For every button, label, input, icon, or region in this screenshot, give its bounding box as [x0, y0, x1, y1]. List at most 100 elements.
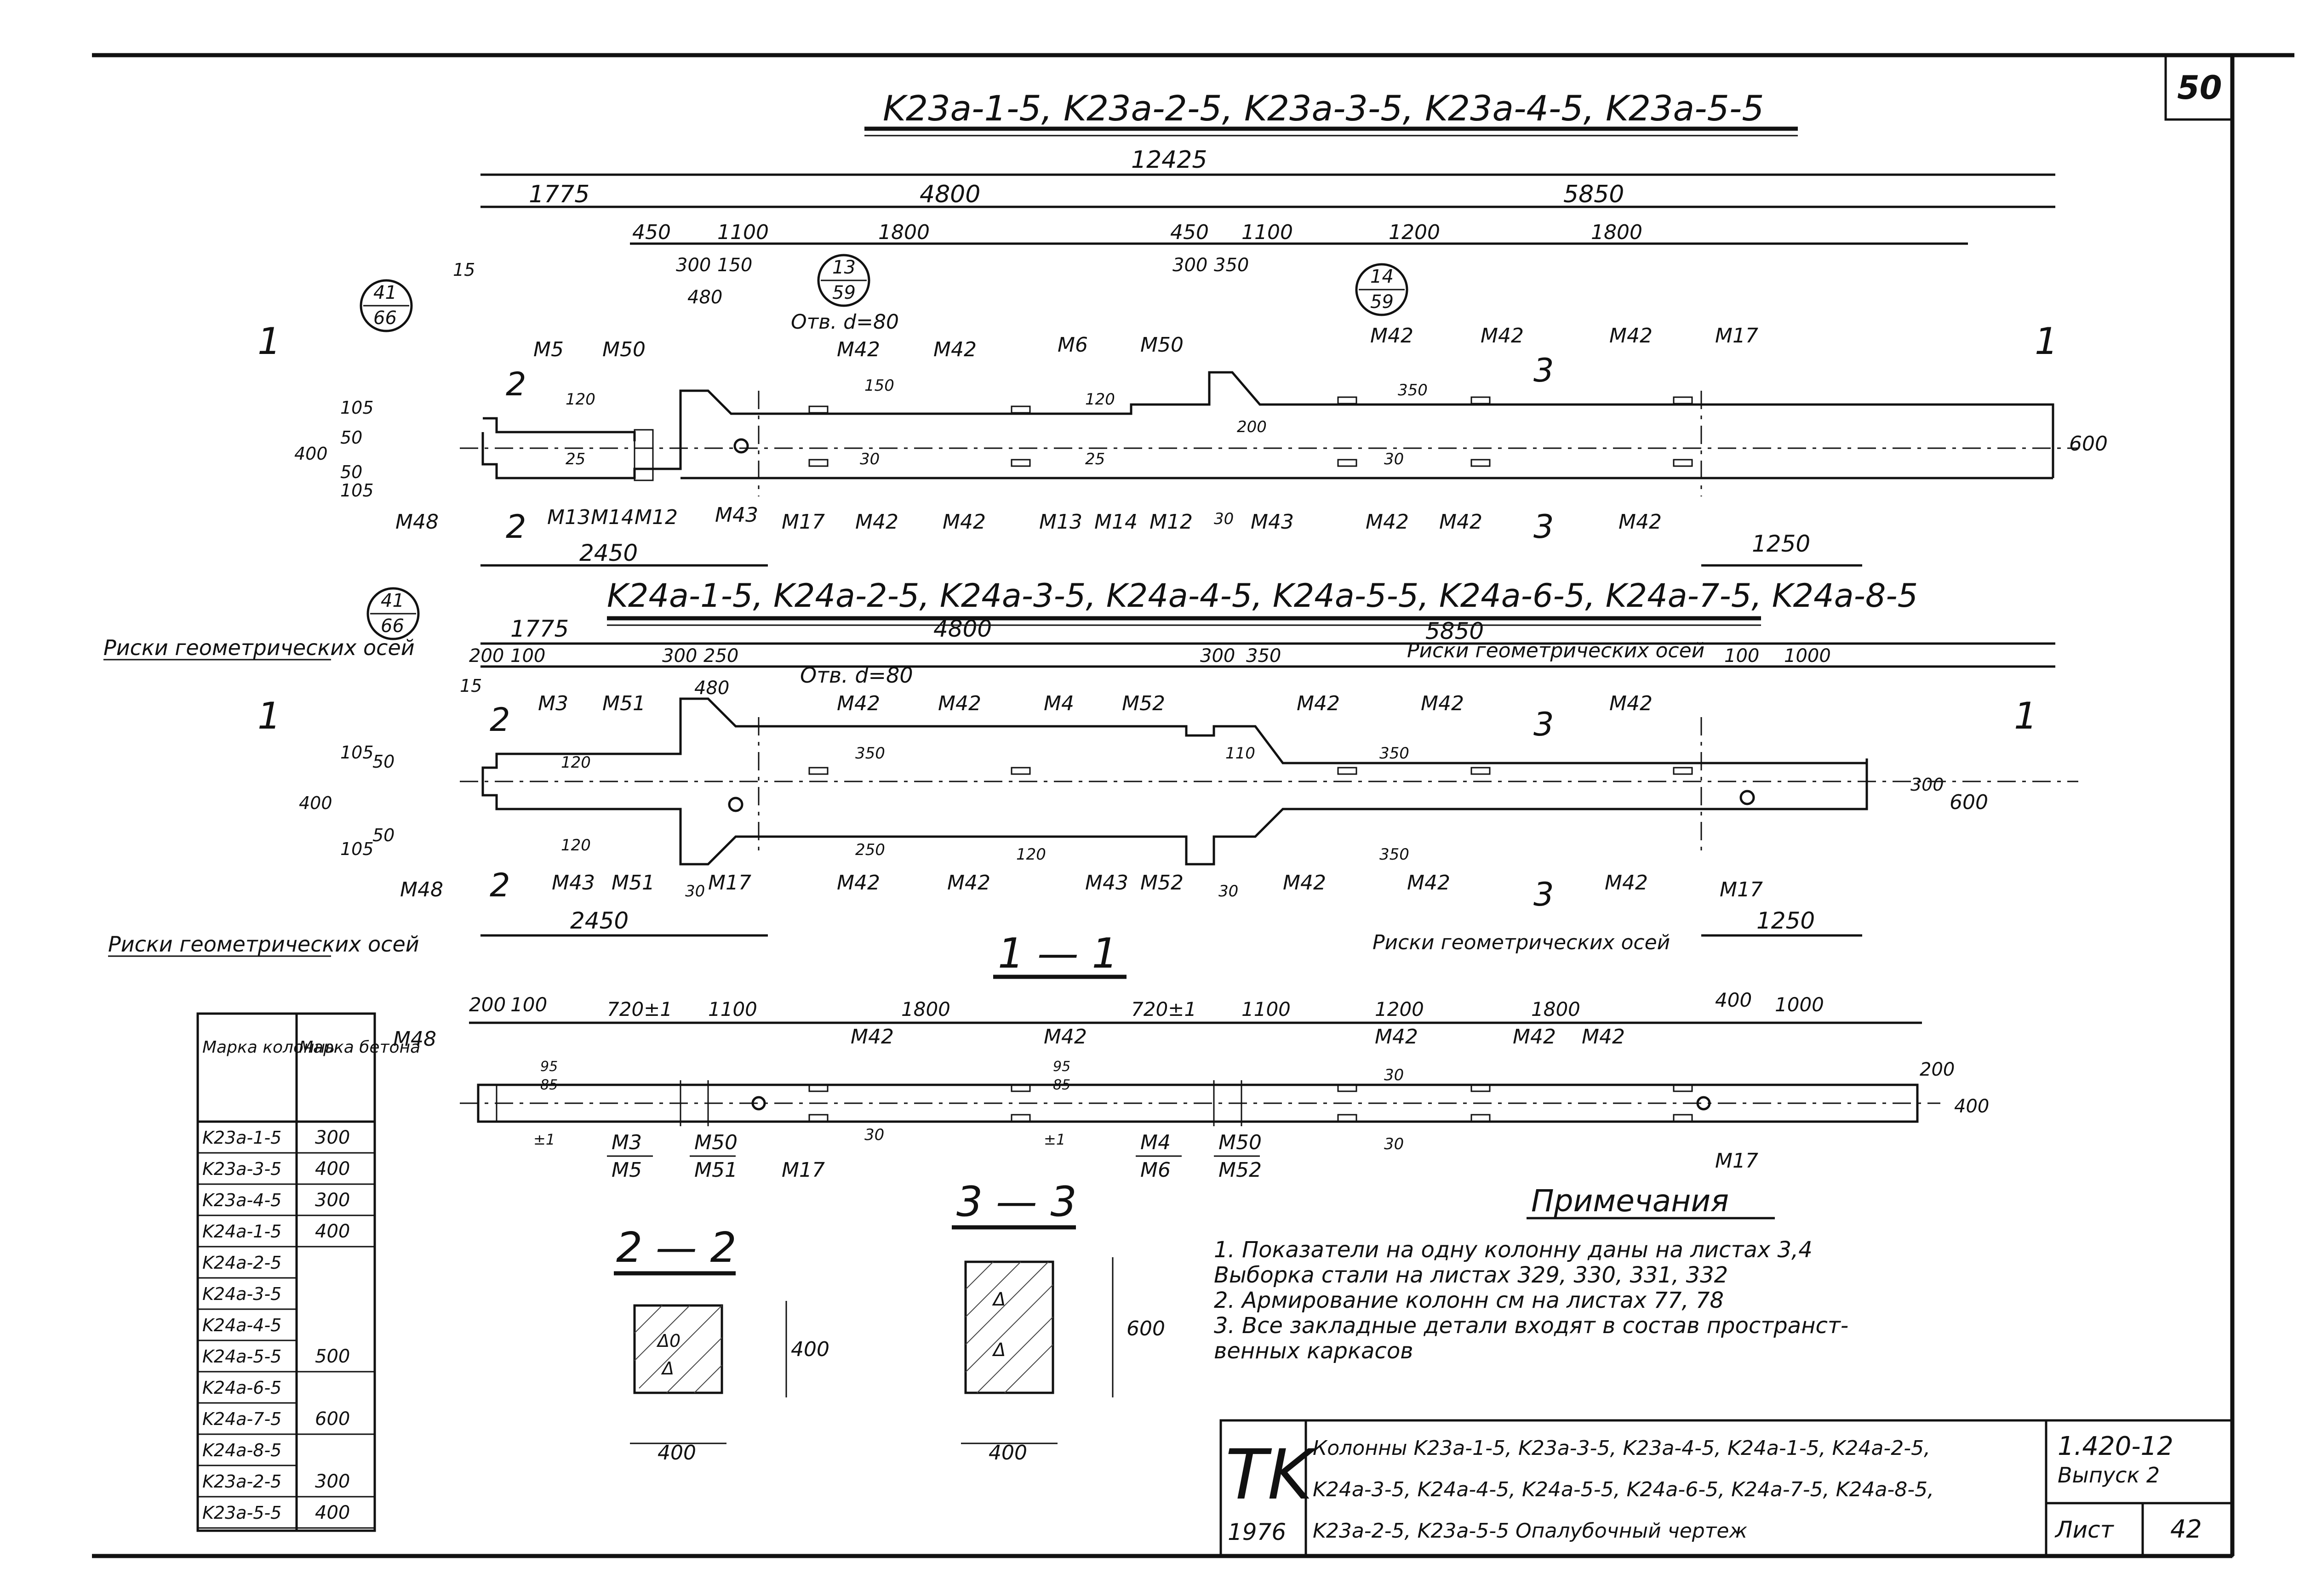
section-mark-2-mid-a: 2 [490, 701, 510, 739]
notes: Примечания 1. Показатели на одну колонну… [1214, 1183, 1848, 1364]
dim-1200-b: 1200 [1389, 221, 1440, 244]
table-cell-column: K24a-3-5 [202, 1284, 281, 1304]
dim-side-400: 400 [294, 444, 328, 464]
dim-1100-b: 1100 [1241, 221, 1293, 244]
callout-14: 14 [1370, 266, 1394, 287]
s11-label-M4: M4 [1140, 1131, 1171, 1154]
section-1-1: 1 — 1 Риски геометрических осей Риски ге… [108, 929, 1989, 1182]
hole-label-top: Отв. d=80 [791, 310, 899, 334]
dim-side-30-c: 30 [1384, 450, 1404, 468]
dim-mid-side-600: 600 [1950, 791, 1988, 814]
notes-title: Примечания [1531, 1183, 1729, 1219]
dim-mid-side-105-a: 105 [340, 742, 374, 763]
section-mark-1-left-top: 1 [257, 320, 281, 363]
dim-side-50-a: 50 [340, 428, 362, 448]
dim-5850: 5850 [1563, 181, 1624, 208]
dim-300-b: 300 [1172, 255, 1207, 276]
notes-line-3: 2. Армирование колонн см на листах 77, 7… [1214, 1288, 1724, 1313]
section-mark-2-top-a: 2 [506, 365, 526, 403]
s22-dim-width: 400 [658, 1441, 696, 1465]
s11-dim-720-a: 720±1 [607, 998, 672, 1020]
dim-mid-300-b: 300 [1200, 645, 1235, 667]
title-block-series: 1.420-12 [2058, 1431, 2173, 1461]
dim-mid-250: 250 [703, 645, 738, 667]
dim-mid-200: 200 [469, 645, 504, 667]
notes-line-5: венных каркасов [1214, 1338, 1413, 1364]
dim-side-50-b: 50 [340, 462, 362, 482]
s11-label-M50-a: M50 [694, 1131, 738, 1154]
s11-dim-pm1-b: ±1 [1044, 1131, 1065, 1148]
label-M12-top-a: M12 [635, 506, 678, 529]
label-M48-top: M48 [395, 510, 439, 534]
dim-mid-side-350-c: 350 [1379, 845, 1409, 864]
dim-mid-350: 350 [1246, 645, 1281, 667]
s33-dim-height: 600 [1127, 1317, 1165, 1340]
dim-mid-1000: 1000 [1784, 645, 1831, 667]
notes-line-1: 1. Показатели на одну колонну даны на ли… [1214, 1237, 1813, 1263]
callout-66-top: 66 [373, 308, 397, 329]
s11-dim-400: 400 [1715, 989, 1752, 1011]
label-M42-top-f: M42 [855, 510, 898, 534]
dim-mid-4800: 4800 [933, 616, 992, 642]
label-M52-mid-b: M52 [1140, 871, 1184, 895]
title-section-3-3: 3 — 3 [956, 1178, 1077, 1226]
section-mark-3-mid-a: 3 [1533, 706, 1554, 743]
section-mark-1-right-top: 1 [2035, 320, 2058, 363]
dim-mid-side-30-a: 30 [685, 882, 705, 901]
dim-mid-1775: 1775 [510, 616, 569, 642]
s11-dim-1100-a: 1100 [708, 998, 757, 1020]
dim-mid-side-120-b: 120 [561, 836, 591, 855]
s11-dim-1100-b: 1100 [1241, 998, 1291, 1020]
s22-fill-a: Δ0 [656, 1331, 681, 1351]
table-header-col: Марка колонны [202, 1038, 338, 1057]
label-M14-top-b: M14 [1094, 510, 1138, 534]
dim-mid-side-15: 15 [460, 676, 482, 696]
dim-side-200: 200 [1237, 418, 1267, 436]
callout-59-a: 59 [832, 282, 856, 303]
title-block-issue: Выпуск 2 [2058, 1463, 2160, 1488]
table-cell-concrete: 400 [315, 1158, 350, 1180]
callout-41-mid: 41 [381, 590, 404, 611]
s33-fill-a: Δ [992, 1289, 1006, 1310]
section-mark-2-top-b: 2 [506, 508, 526, 546]
label-M50-top-b: M50 [1140, 333, 1184, 357]
label-M17-mid-a: M17 [708, 871, 751, 895]
s11-label-M48: M48 [393, 1027, 436, 1051]
dim-1100-a: 1100 [717, 221, 769, 244]
dim-350-b: 350 [1214, 255, 1249, 276]
table-cell-concrete: 400 [315, 1502, 350, 1523]
s11-dim-95-a: 95 [540, 1059, 558, 1075]
label-M42-mid-f: M42 [837, 871, 880, 895]
dim-mid-side-300: 300 [1910, 775, 1944, 795]
table-cell-concrete: 600 [315, 1408, 350, 1430]
label-M13-top-b: M13 [1039, 510, 1082, 534]
dim-side-25-b: 25 [1085, 450, 1105, 468]
table-cell-column: K23a-5-5 [202, 1503, 281, 1523]
section-mark-1-right-mid: 1 [2014, 695, 2037, 737]
risk-left-s11: Риски геометрических осей [108, 932, 419, 957]
s11-label-M52: M52 [1218, 1158, 1262, 1182]
section-mark-3-top-b: 3 [1533, 508, 1554, 546]
s11-label-M42-c: M42 [1375, 1025, 1418, 1049]
label-M43-mid-a: M43 [552, 871, 595, 895]
callout-41-top: 41 [373, 282, 397, 303]
s22-dim-height: 400 [791, 1338, 829, 1361]
s11-label-M5: M5 [612, 1158, 642, 1182]
title-block-logo: TK [1225, 1435, 1318, 1515]
label-M42-mid-j: M42 [1605, 871, 1648, 895]
dim-mid-side-350-a: 350 [855, 744, 885, 763]
label-M17-mid-b: M17 [1720, 878, 1763, 901]
s11-label-M6: M6 [1140, 1158, 1171, 1182]
dim-side-25-a: 25 [566, 450, 585, 468]
s33-fill-b: Δ [992, 1340, 1006, 1361]
label-M42-top-d: M42 [1481, 324, 1524, 348]
dim-side-15: 15 [453, 260, 475, 280]
callout-66-mid: 66 [381, 616, 404, 637]
s11-dim-1800-b: 1800 [1531, 998, 1580, 1020]
table-cell-column: K23a-1-5 [202, 1128, 281, 1148]
title-block-sheet: 42 [2170, 1515, 2202, 1544]
dim-1250-mid: 1250 [1756, 907, 1815, 934]
title-block: TK 1976 Колонны K23a-1-5, K23a-3-5, K23a… [1219, 1419, 2234, 1557]
dim-mid-480: 480 [694, 678, 729, 699]
